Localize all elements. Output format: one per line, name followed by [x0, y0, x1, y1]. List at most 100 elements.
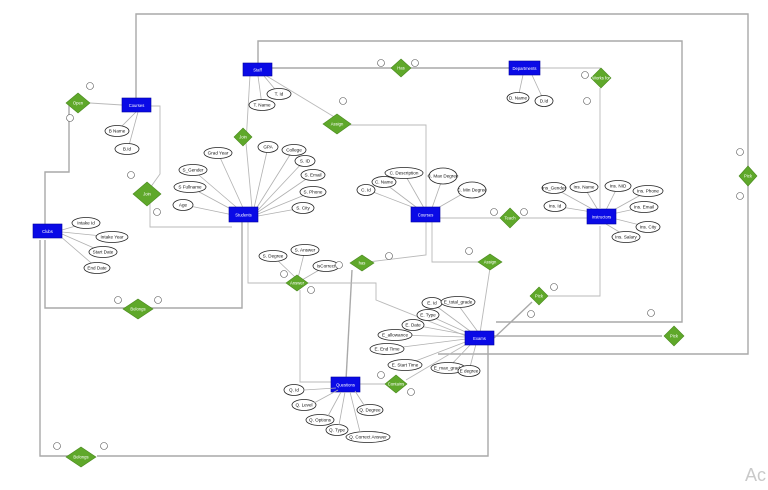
svg-text:S. Phone: S. Phone — [304, 190, 323, 195]
svg-text:E_total_grade: E_total_grade — [444, 300, 473, 305]
attribute-e-max-grade[interactable]: E_max_grade — [430, 362, 466, 374]
cardinality-marker — [581, 71, 589, 79]
attribute-d-name[interactable]: D. Name — [506, 92, 530, 104]
attribute-age[interactable]: Age — [172, 199, 194, 211]
attribute-b-name[interactable]: B Name — [104, 125, 130, 137]
attribute-s-id[interactable]: S. ID — [294, 155, 316, 167]
attribute-e-allowance[interactable]: E_allowance — [377, 329, 413, 341]
watermark-text: Ac — [744, 465, 766, 485]
attribute-q-type[interactable]: Q. Type — [325, 424, 349, 436]
attribute-ins-city[interactable]: Ins. City — [635, 221, 661, 233]
entity-courses-branch[interactable]: Courses — [121, 97, 152, 113]
attribute-s-degree[interactable]: S. Degree — [258, 250, 288, 262]
attribute-is-correct[interactable]: IsCorrect — [312, 260, 340, 272]
attribute-ins-gender[interactable]: Ins_Gender — [541, 182, 566, 194]
attribute-d-id[interactable]: D.Id — [534, 95, 554, 107]
attribute-c-description[interactable]: C. Description — [384, 167, 424, 179]
attribute-c-name[interactable]: C. Name — [371, 176, 397, 188]
attribute-e-date[interactable]: E. Date — [401, 319, 425, 331]
wire-departments-worksfor — [540, 67, 601, 78]
relationship-answer[interactable]: Answer — [285, 274, 309, 292]
relationship-pick-right[interactable]: Pick — [663, 325, 685, 347]
attribute-c-id[interactable]: C. Id — [356, 184, 376, 196]
relationship-label: Teach — [504, 216, 516, 221]
attribute-c-min-degree[interactable]: C. Min Degree — [457, 181, 487, 199]
attribute-t-id[interactable]: T. Id — [266, 88, 292, 100]
entity-students[interactable]: Students — [228, 206, 259, 223]
entity-clubs[interactable]: Clubs — [32, 223, 63, 239]
relationship-assign-exams[interactable]: Assign — [477, 253, 503, 271]
svg-text:S Fullname: S Fullname — [178, 185, 202, 190]
svg-text:C. Id: C. Id — [361, 188, 371, 193]
attribute-e-start-time[interactable]: E. Start Time — [387, 359, 423, 371]
cardinality-marker — [66, 114, 74, 122]
attribute-s-phone[interactable]: S. Phone — [299, 186, 327, 198]
relationship-works-for[interactable]: Works for — [590, 67, 612, 89]
entity-questions[interactable]: Questions — [330, 376, 361, 393]
svg-text:Age: Age — [179, 203, 188, 208]
attribute-s-answer[interactable]: S. Answer — [290, 244, 320, 256]
attribute-s-fullname[interactable]: S Fullname — [173, 181, 207, 193]
attribute-s-gender[interactable]: S_Gender — [178, 164, 208, 176]
relationship-pick-outer[interactable]: Pick — [738, 165, 758, 187]
attribute-links — [59, 74, 649, 372]
relationship-belongs-students[interactable]: Belongs — [122, 298, 154, 320]
attribute-end-date[interactable]: End Date — [83, 262, 111, 274]
entity-label: Instructors — [592, 215, 612, 220]
entity-exams[interactable]: Exams — [464, 330, 495, 346]
attribute-e-total-grade[interactable]: E_total_grade — [440, 296, 476, 308]
relationship-label: Assign — [484, 260, 497, 265]
attribute-e-end-time[interactable]: E. End Time — [369, 343, 405, 355]
relationship-join-students[interactable]: Join — [132, 181, 162, 207]
attribute-intake-year[interactable]: Intake Year — [95, 231, 129, 243]
cardinality-marker — [377, 371, 385, 379]
relationship-pick-instructors[interactable]: Pick — [529, 286, 549, 306]
attribute-start-date[interactable]: Start Date — [88, 246, 118, 258]
attribute-ins-name[interactable]: Ins. Name — [569, 181, 599, 193]
relationship-assign-staff[interactable]: Assign — [322, 113, 352, 135]
entity-label: Questions — [336, 383, 355, 388]
attribute-s-email[interactable]: S. Email — [300, 169, 326, 181]
attribute-ins-email[interactable]: Ins. Email — [629, 201, 659, 213]
attribute-c-max-degree[interactable]: C. Max Degree — [428, 167, 459, 185]
relationship-teach[interactable]: Teach — [499, 207, 521, 229]
attribute-e-degree[interactable]: E degree — [457, 365, 481, 377]
attribute-ins-phone[interactable]: Ins. Phone — [632, 185, 664, 197]
attribute-t-name[interactable]: T. Name — [248, 99, 276, 111]
attribute-q-options[interactable]: Q. Options — [305, 414, 335, 426]
svg-text:E. End Time: E. End Time — [374, 347, 399, 352]
attribute-q-correct-answer[interactable]: Q. Correct Answer — [345, 431, 391, 443]
relationship-belongs-exams[interactable]: Belongs — [65, 446, 97, 468]
entity-instructors[interactable]: Instructors — [586, 208, 617, 225]
svg-text:Start Date: Start Date — [93, 250, 114, 255]
svg-text:E degree: E degree — [460, 369, 479, 374]
entity-courses[interactable]: Courses — [410, 206, 441, 223]
relationship-join-staff[interactable]: Join — [233, 127, 253, 147]
attribute-ins-id[interactable]: Ins. Id — [543, 200, 567, 212]
attribute-e-type[interactable]: E. Type — [416, 309, 440, 321]
cardinality-marker — [127, 171, 135, 179]
attribute-q-id[interactable]: Q. Id — [283, 384, 305, 396]
attribute-ins-nid[interactable]: Ins. NID — [604, 180, 632, 192]
relationship-has-departments[interactable]: Has — [390, 58, 412, 78]
attribute-grad-year[interactable]: Grad Year — [203, 147, 233, 159]
attribute-q-level[interactable]: Q. Level — [291, 399, 317, 411]
attribute-e-id[interactable]: E. Id — [421, 297, 443, 309]
attribute-intake-id[interactable]: Intake Id — [71, 217, 101, 229]
relationship-label: Works for — [592, 76, 610, 81]
attribute-q-degree[interactable]: Q. Degree — [356, 404, 384, 416]
attribute-ins-salary[interactable]: Ins. Salary — [611, 231, 641, 243]
relationship-open[interactable]: Open — [65, 92, 91, 114]
relationship-contains[interactable]: Contains — [384, 374, 408, 394]
svg-text:Q. Options: Q. Options — [309, 418, 332, 423]
entity-staff[interactable]: Staff — [242, 62, 273, 77]
attribute-b-id[interactable]: B.Id — [114, 143, 140, 155]
cardinality-marker — [527, 310, 535, 318]
attribute-gpa[interactable]: GPA — [257, 141, 279, 153]
svg-text:E. Type: E. Type — [420, 313, 436, 318]
relationship-has-questions[interactable]: has — [349, 254, 375, 272]
svg-text:Q. Correct Answer: Q. Correct Answer — [349, 435, 387, 440]
entity-departments[interactable]: Departments — [508, 60, 541, 76]
attribute-s-city[interactable]: S. City — [291, 202, 315, 214]
attribute-college[interactable]: College — [281, 144, 307, 156]
